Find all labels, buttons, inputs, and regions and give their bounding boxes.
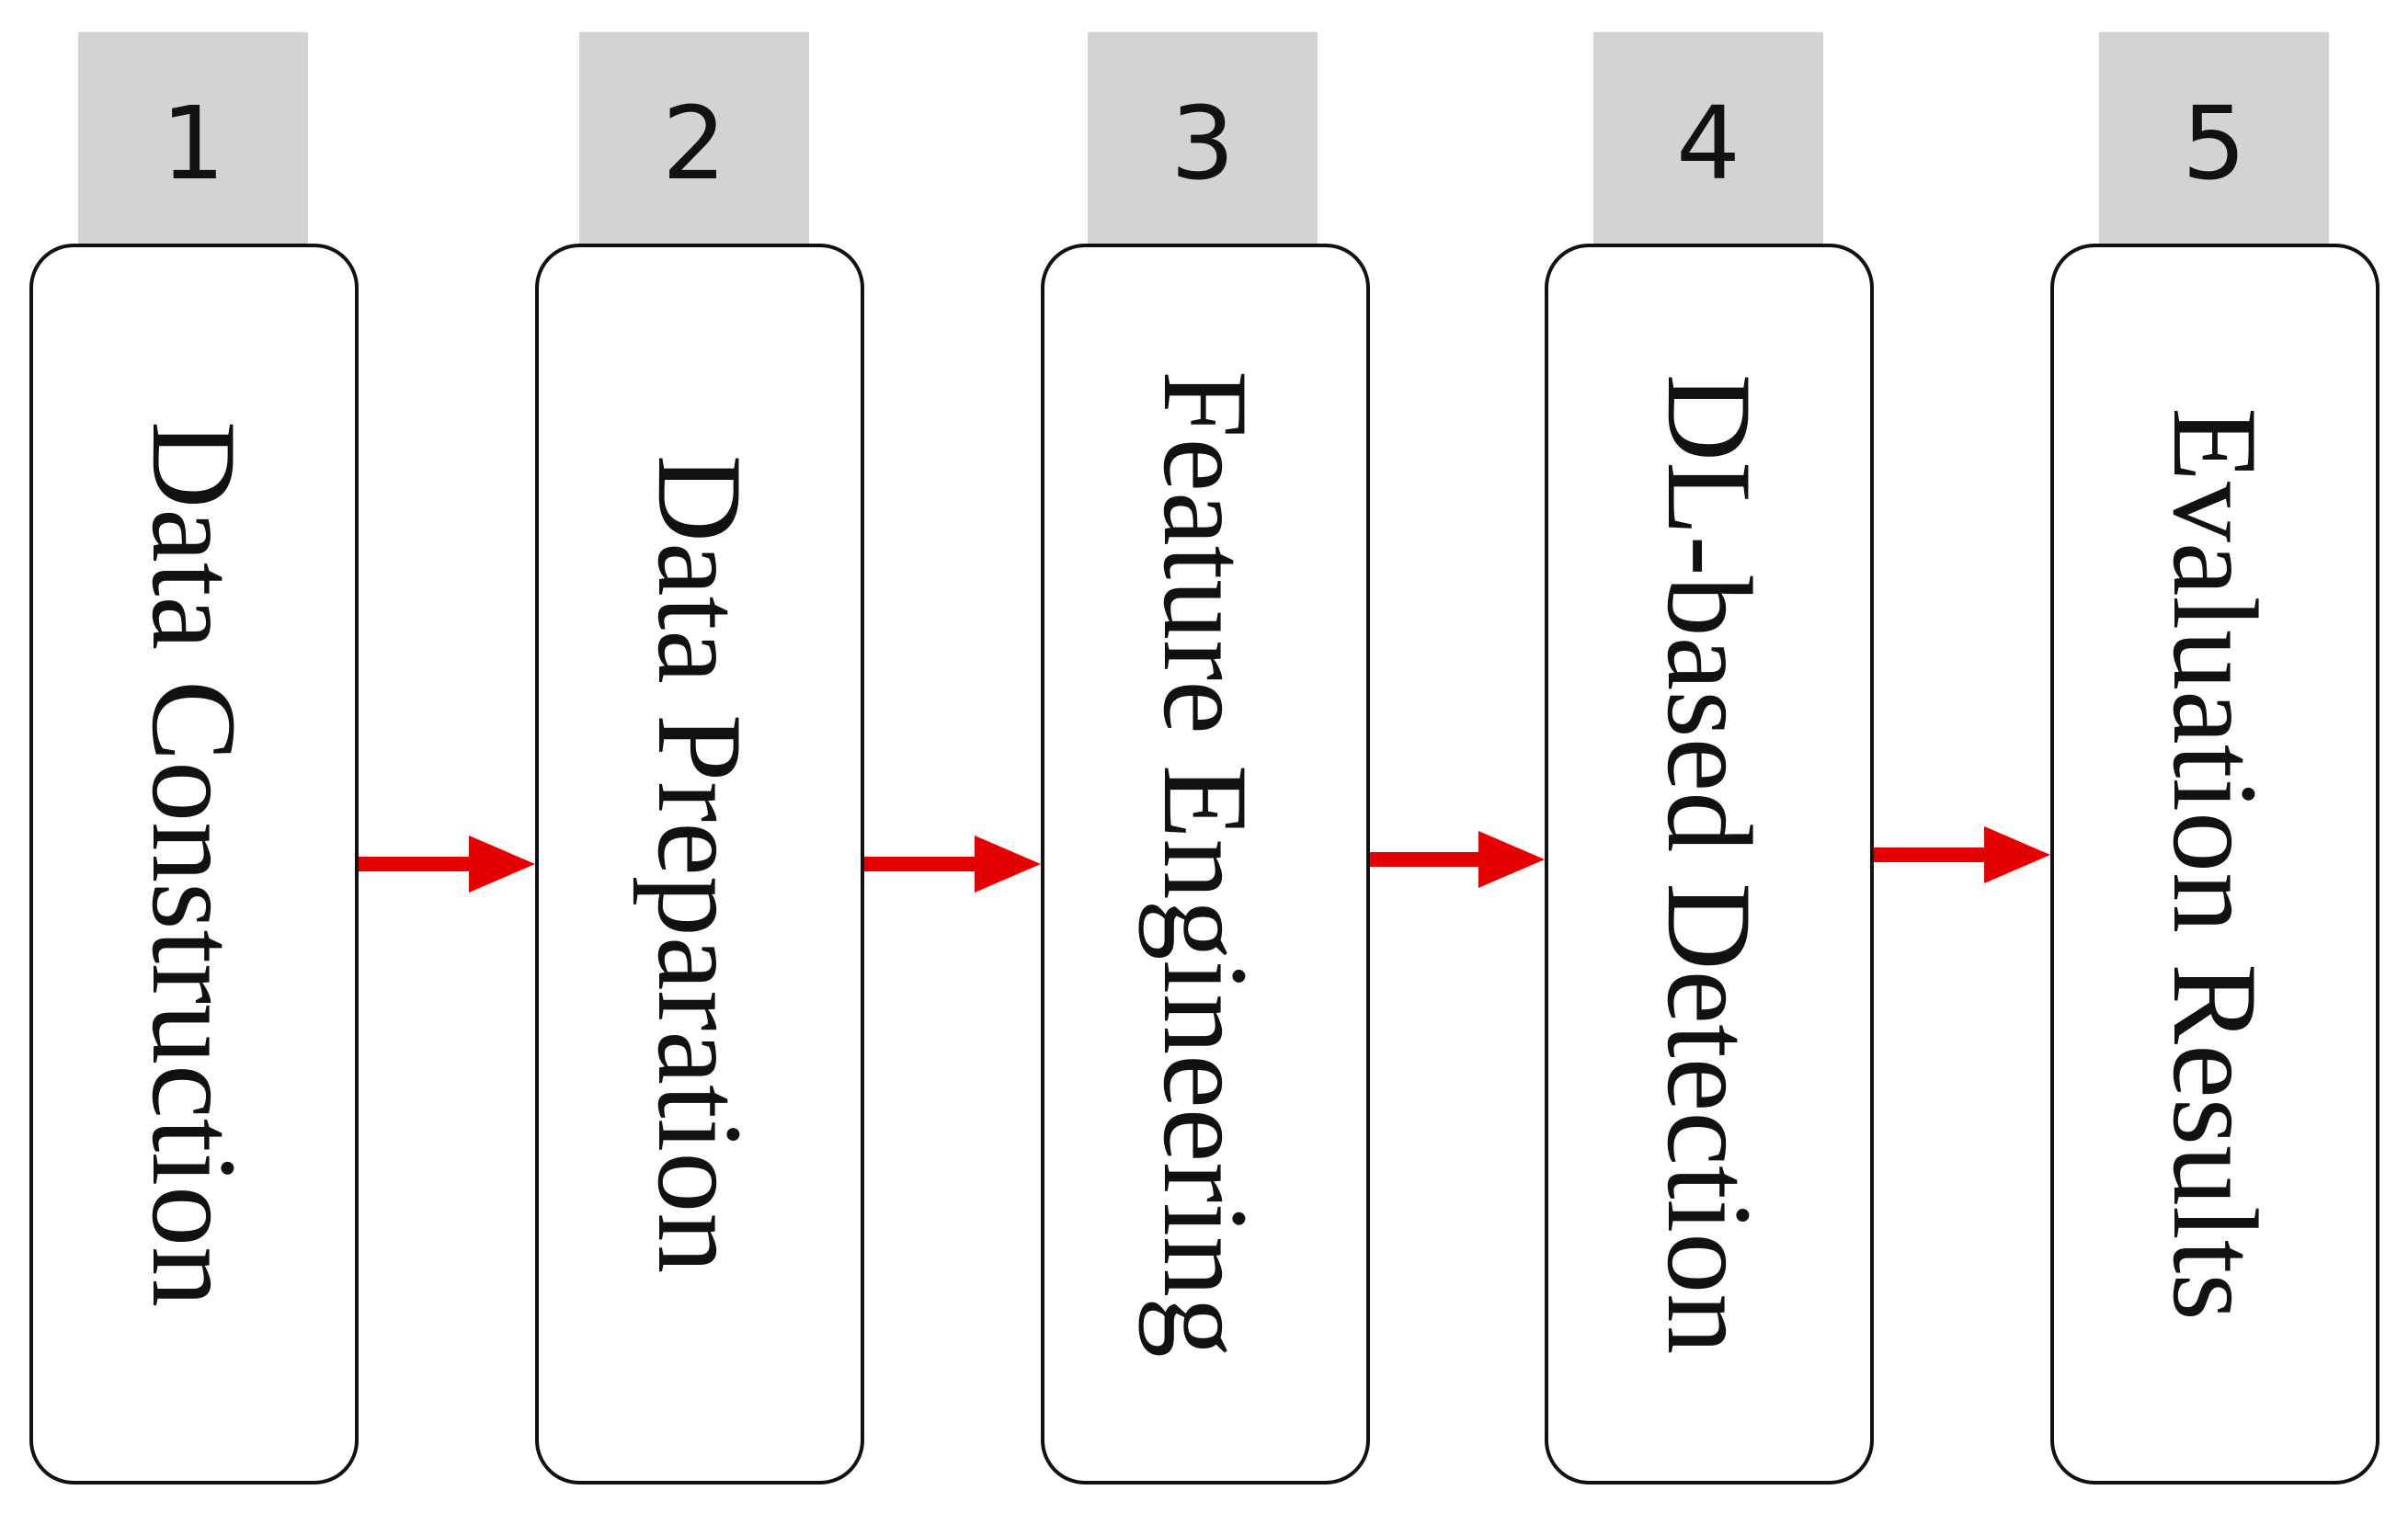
step-1-card: Data Construction: [29, 244, 359, 1485]
step-2-number: 2: [662, 85, 726, 202]
step-2-number-tab: 2: [579, 32, 809, 244]
step-2-label: Data Preparation: [633, 454, 768, 1274]
step-3-label: Feature Engineering: [1138, 370, 1273, 1358]
step-1-label: Data Construction: [127, 420, 262, 1308]
step-1-number: 1: [161, 85, 225, 202]
step-4-label: DL-based Detection: [1642, 373, 1777, 1355]
step-5-number: 5: [2182, 85, 2246, 202]
step-3-number: 3: [1170, 85, 1235, 202]
step-3-number-tab: 3: [1088, 32, 1318, 244]
arrow-2-to-3-icon: [864, 836, 1041, 893]
arrow-3-to-4-icon: [1370, 831, 1545, 888]
step-3-card: Feature Engineering: [1041, 244, 1370, 1485]
arrow-4-to-5-icon: [1874, 826, 2050, 883]
step-1-number-tab: 1: [78, 32, 308, 244]
step-4-number-tab: 4: [1593, 32, 1823, 244]
arrow-1-to-2-icon: [359, 836, 535, 893]
step-4-card: DL-based Detection: [1545, 244, 1874, 1485]
step-5-label: Evaluation Results: [2148, 407, 2283, 1321]
step-5-card: Evaluation Results: [2050, 244, 2379, 1485]
step-4-number: 4: [1676, 85, 1740, 202]
step-5-number-tab: 5: [2099, 32, 2329, 244]
step-2-card: Data Preparation: [535, 244, 864, 1485]
